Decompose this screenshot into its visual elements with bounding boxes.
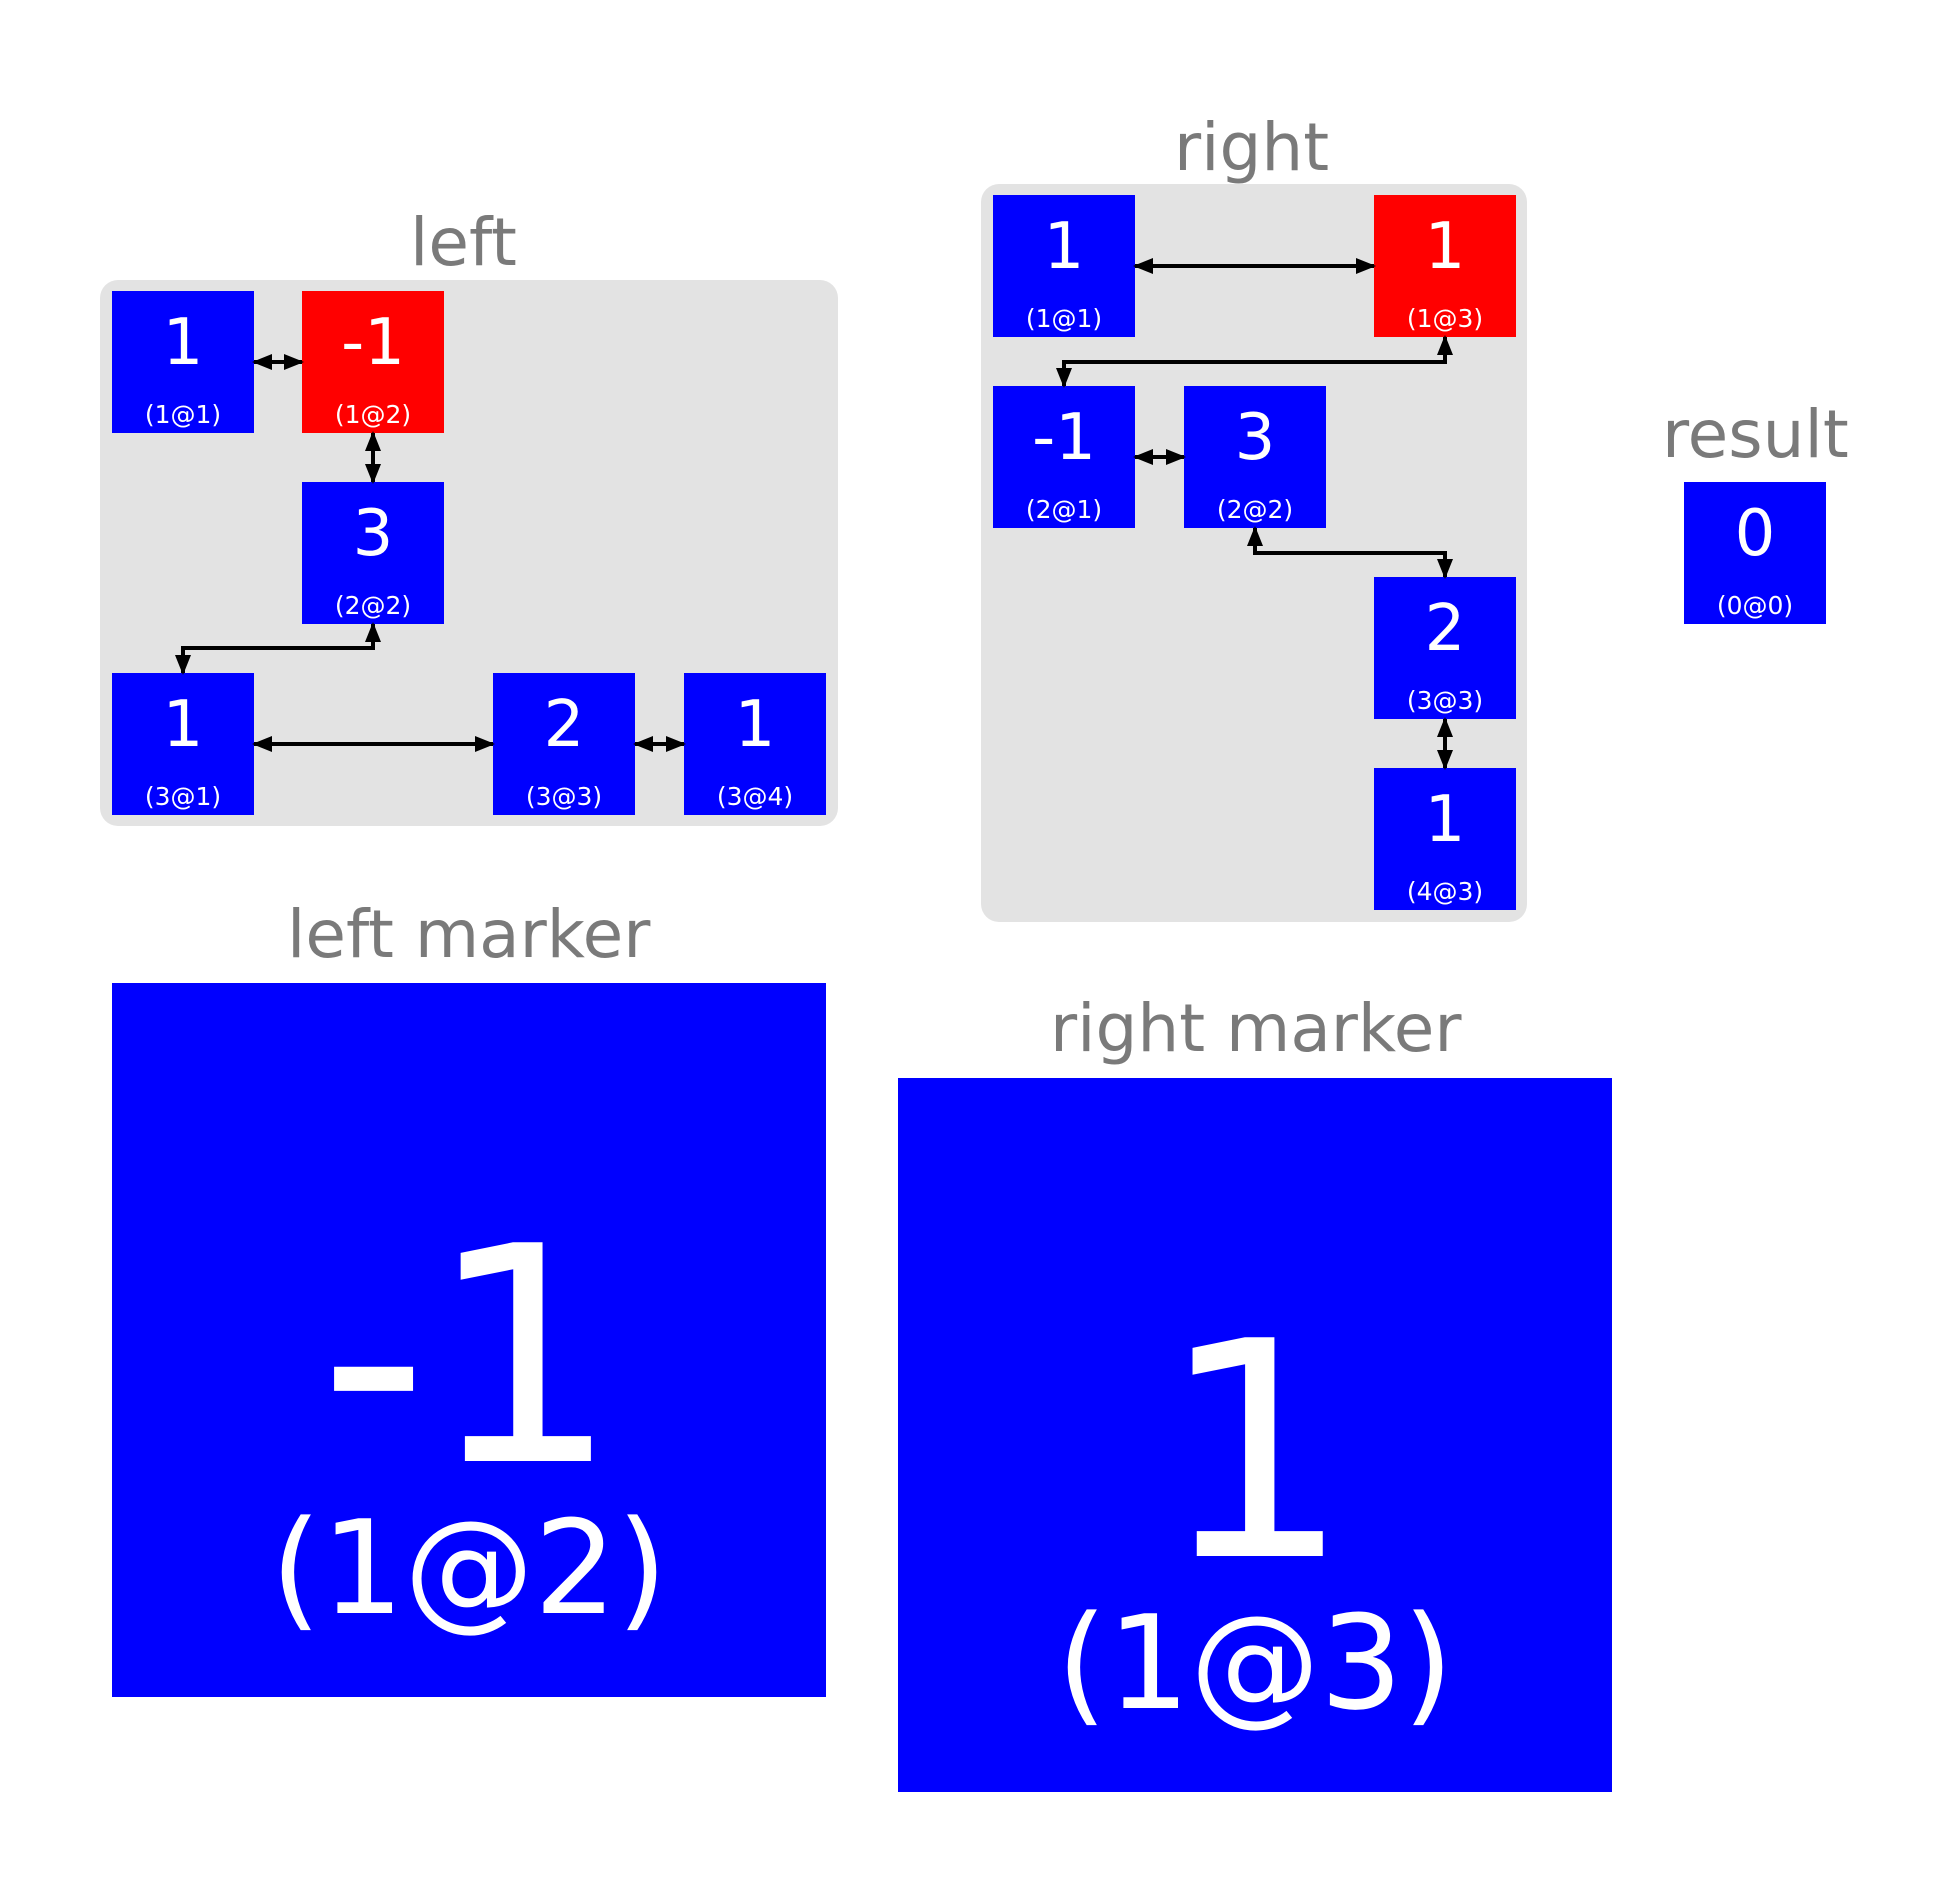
right-node-1-3: 1 (1@3) [1374,195,1516,337]
result-node: 0 (0@0) [1684,482,1826,624]
marker-value: 1 [1159,1278,1351,1627]
left-node-2-2: 3 (2@2) [302,482,444,624]
node-id: (1@1) [144,400,222,429]
right-node-2-1: -1 (2@1) [993,386,1135,528]
marker-value: -1 [319,1183,619,1532]
left-node-1-2: -1 (1@2) [302,291,444,433]
node-value: 1 [1424,783,1466,857]
node-value: 1 [162,688,204,762]
left-node-1-1: 1 (1@1) [112,291,254,433]
node-id: (0@0) [1716,591,1794,620]
node-id: (1@1) [1025,304,1103,333]
marker-id: (1@2) [270,1492,668,1644]
node-id: (4@3) [1406,877,1484,906]
node-id: (3@3) [1406,686,1484,715]
right-node-2-2: 3 (2@2) [1184,386,1326,528]
node-value: 0 [1734,497,1776,571]
node-id: (3@3) [525,782,603,811]
marker-id: (1@3) [1056,1587,1454,1739]
node-id: (2@2) [1216,495,1294,524]
node-value: 1 [1043,210,1085,284]
left-title: left [410,204,517,281]
node-id: (2@1) [1025,495,1103,524]
left-marker-node: -1 (1@2) [112,983,826,1697]
right-title: right [1174,109,1330,186]
node-id: (1@3) [1406,304,1484,333]
right-marker-title: right marker [1050,990,1462,1067]
right-node-3-3: 2 (3@3) [1374,577,1516,719]
node-id: (3@1) [144,782,222,811]
left-marker-title: left marker [287,896,651,973]
node-value: 1 [1424,210,1466,284]
node-id: (2@2) [334,591,412,620]
result-title: result [1662,396,1849,473]
node-value: -1 [1032,401,1096,475]
node-id: (1@2) [334,400,412,429]
node-id: (3@4) [716,782,794,811]
node-value: 3 [1234,401,1276,475]
node-value: 1 [734,688,776,762]
left-node-3-1: 1 (3@1) [112,673,254,815]
right-node-1-1: 1 (1@1) [993,195,1135,337]
left-node-3-4: 1 (3@4) [684,673,826,815]
node-value: -1 [341,306,405,380]
node-value: 3 [352,497,394,571]
left-node-3-3: 2 (3@3) [493,673,635,815]
right-marker-node: 1 (1@3) [898,1078,1612,1792]
right-node-4-3: 1 (4@3) [1374,768,1516,910]
node-value: 2 [543,688,585,762]
node-value: 2 [1424,592,1466,666]
node-value: 1 [162,306,204,380]
